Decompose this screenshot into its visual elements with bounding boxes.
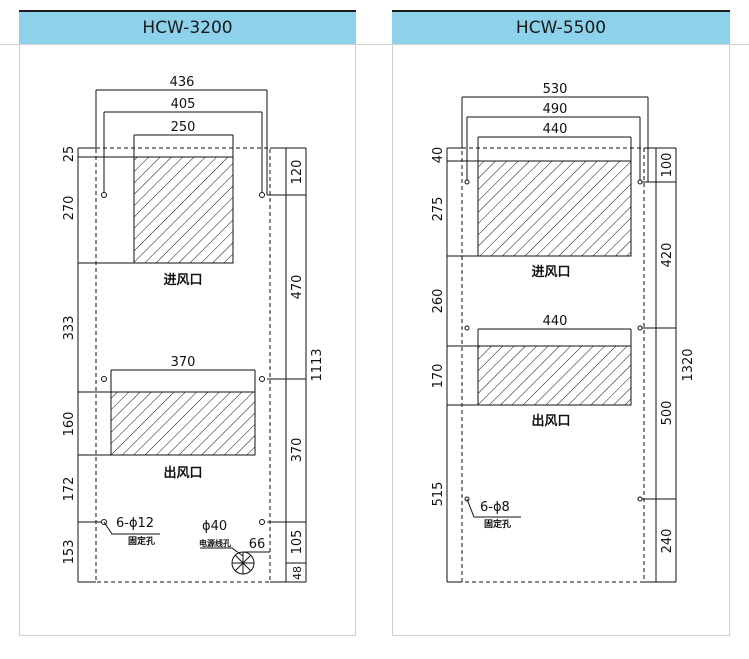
drawing-hcw-5500 <box>446 96 677 583</box>
holes-spec: 6-ϕ8 <box>480 500 510 515</box>
dim-label-275: 275 <box>431 197 446 222</box>
outlet-label: 出风口 <box>531 413 570 429</box>
panel-title-hcw-3200: HCW-3200 <box>19 10 356 44</box>
dim-label-270: 270 <box>62 196 77 221</box>
inlet-opening <box>477 160 632 257</box>
dim-label-40: 40 <box>431 147 446 164</box>
dim-label-172: 172 <box>62 477 77 502</box>
holes-note: 固定孔 <box>128 535 155 547</box>
header-underline-middle-stub <box>356 44 392 45</box>
labels-hcw-5500: 530 490 440 440 进风口 出风口 40 275 260 170 5… <box>431 82 696 553</box>
dim-label-515: 515 <box>431 482 446 507</box>
outlet-opening <box>477 345 632 406</box>
hole-leader <box>466 498 521 518</box>
inlet-label: 进风口 <box>531 265 570 280</box>
inlet-label: 进风口 <box>163 273 202 288</box>
dim-label-1113: 1113 <box>310 348 325 381</box>
model-title: HCW-3200 <box>142 18 233 38</box>
dim-label-1320: 1320 <box>681 348 696 381</box>
mounting-hole <box>101 376 107 382</box>
dim-label-405: 405 <box>171 97 196 112</box>
dim-label-490: 490 <box>543 102 568 117</box>
dim-label-370-width: 370 <box>171 355 196 370</box>
dim-label-440-outlet: 440 <box>543 314 568 329</box>
outlet-opening <box>110 391 256 456</box>
dim-label-260: 260 <box>431 289 446 314</box>
panel-hcw-3200: HCW-3200 <box>19 10 356 637</box>
dim-label-420: 420 <box>660 243 675 268</box>
drawing-area <box>19 44 356 636</box>
cable-hole-diameter: ϕ40 <box>202 519 227 534</box>
drawing-area <box>392 44 730 636</box>
mounting-hole <box>637 179 643 185</box>
unit-outline <box>95 147 271 583</box>
labels-hcw-3200: 436 405 250 370 进风口 出风口 25 270 333 160 1… <box>62 75 325 580</box>
holes-spec: 6-ϕ12 <box>116 516 154 531</box>
hole-leader <box>103 521 160 535</box>
panel-title-hcw-5500: HCW-5500 <box>392 10 730 44</box>
drawing-hcw-3200 <box>77 89 307 583</box>
model-title: HCW-5500 <box>515 18 607 38</box>
cable-hole-label: 电源线孔 <box>199 538 231 548</box>
header-underline-left-stub <box>0 44 19 45</box>
dim-label-170: 170 <box>431 364 446 389</box>
dim-label-153: 153 <box>62 540 77 565</box>
dim-label-500: 500 <box>660 401 675 426</box>
mounting-hole <box>464 325 470 331</box>
dim-label-470: 470 <box>290 275 305 300</box>
mounting-hole <box>637 325 643 331</box>
dim-label-530: 530 <box>543 82 568 97</box>
mounting-hole <box>637 496 643 502</box>
panel-hcw-5500: HCW-5500 <box>392 10 730 637</box>
outlet-label: 出风口 <box>163 465 202 481</box>
dim-label-48: 48 <box>291 566 304 580</box>
dim-label-250: 250 <box>171 120 196 135</box>
mounting-hole <box>464 179 470 185</box>
inlet-opening <box>133 156 234 264</box>
dim-label-105: 105 <box>290 530 305 555</box>
dim-label-25: 25 <box>62 146 77 163</box>
dim-label-120: 120 <box>290 160 305 185</box>
dim-label-160: 160 <box>62 412 77 437</box>
dim-label-66: 66 <box>249 537 266 552</box>
mounting-hole <box>259 192 265 198</box>
unit-outline <box>461 147 645 583</box>
header-underline-right-stub <box>730 44 749 45</box>
mounting-hole <box>259 376 265 382</box>
dim-label-436: 436 <box>170 75 195 90</box>
dim-label-370: 370 <box>290 438 305 463</box>
dim-label-440: 440 <box>543 122 568 137</box>
cable-leader <box>200 547 244 557</box>
holes-note: 固定孔 <box>484 518 511 530</box>
dim-label-100: 100 <box>660 153 675 178</box>
mounting-hole <box>101 192 107 198</box>
mounting-hole <box>259 519 265 525</box>
dim-label-240: 240 <box>660 529 675 554</box>
dim-label-333: 333 <box>62 316 77 341</box>
